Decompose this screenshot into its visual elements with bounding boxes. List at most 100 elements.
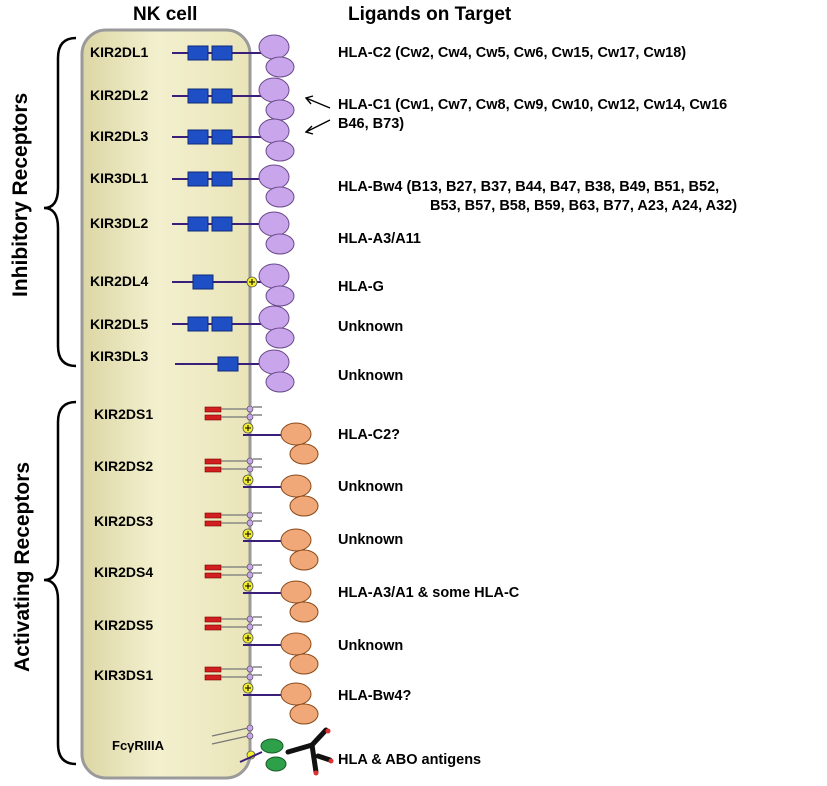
adaptor-domain xyxy=(204,666,222,673)
hla-ligand-icon xyxy=(258,211,290,237)
antibody-icon xyxy=(265,756,287,772)
receptor-label-kir2dl4: KIR2DL4 xyxy=(90,273,149,289)
receptor-label-kir3ds1: KIR3DS1 xyxy=(94,667,154,683)
adaptor-domain xyxy=(204,564,222,571)
ligand-kir3dl1-line2: B53, B57, B58, B59, B63, B77, A23, A24, … xyxy=(430,198,738,214)
dap12-icon xyxy=(246,615,254,623)
antibody-icon xyxy=(285,727,333,775)
inhibitory-receptor-6 xyxy=(172,305,295,349)
ig-domain xyxy=(211,171,233,187)
ligand-kir2ds1: HLA-C2? xyxy=(338,427,401,443)
hla-ligand-icon xyxy=(258,77,290,103)
dap12-icon xyxy=(246,519,254,527)
ligand-fc: HLA & ABO antigens xyxy=(338,752,482,768)
ligand-hla-c1-line2: B46, B73) xyxy=(338,116,405,132)
receptor-label-kir2dl2: KIR2DL2 xyxy=(90,87,149,103)
ig-domain xyxy=(187,88,209,104)
ligand-kir2dl5: Unknown xyxy=(338,319,404,335)
antibody-icon xyxy=(260,738,284,754)
ig-domain xyxy=(187,129,209,145)
dap12-icon xyxy=(246,413,254,421)
fc-receptor xyxy=(211,724,334,776)
ig-domain xyxy=(217,356,239,372)
dap12-icon xyxy=(246,665,254,673)
receptor-label-kir3dl1: KIR3DL1 xyxy=(90,170,149,186)
ligand-kir2ds3: Unknown xyxy=(338,532,404,548)
hla-ligand-icon xyxy=(289,443,319,465)
inhibitory-receptor-7 xyxy=(175,349,295,393)
ligand-kir2ds4: HLA-A3/A1 & some HLA-C xyxy=(338,585,520,601)
ig-domain xyxy=(187,216,209,232)
hla-ligand-icon xyxy=(289,601,319,623)
adaptor-domain xyxy=(204,624,222,631)
adaptor-domain xyxy=(204,520,222,527)
hla-ligand-icon xyxy=(289,549,319,571)
inhibitory-receptor-1 xyxy=(172,77,295,121)
activating-receptor-1 xyxy=(204,457,319,517)
dap12-icon xyxy=(246,405,254,413)
inhibitory-brace xyxy=(43,36,77,368)
hla-ligand-icon xyxy=(258,118,290,144)
ig-domain xyxy=(211,216,233,232)
dap12-icon xyxy=(246,511,254,519)
receptor-label-kir2ds3: KIR2DS3 xyxy=(94,513,154,529)
ig-domain xyxy=(192,274,214,290)
hla-ligand-icon xyxy=(289,653,319,675)
dap12-icon xyxy=(246,465,254,473)
receptor-label-kir2ds2: KIR2DS2 xyxy=(94,458,154,474)
receptor-label-kir2ds5: KIR2DS5 xyxy=(94,617,154,633)
ligand-kir2dl4: HLA-G xyxy=(338,279,384,295)
dap12-icon xyxy=(246,571,254,579)
ig-domain xyxy=(187,171,209,187)
receptor-label-fcgriiia: FcγRIIIA xyxy=(112,738,165,753)
receptor-label-kir3dl3: KIR3DL3 xyxy=(90,348,149,364)
adaptor-domain xyxy=(204,466,222,473)
hla-ligand-icon xyxy=(265,285,295,307)
hla-ligand-icon xyxy=(280,580,312,604)
dap12-icon xyxy=(246,623,254,631)
ligand-kir3ds1: HLA-Bw4? xyxy=(338,688,412,704)
adaptor-domain xyxy=(204,414,222,421)
adaptor-domain xyxy=(204,512,222,519)
receptor-label-kir2ds1: KIR2DS1 xyxy=(94,406,154,422)
inhibitory-receptor-4 xyxy=(172,211,295,255)
hla-ligand-icon xyxy=(289,495,319,517)
hla-ligand-icon xyxy=(280,528,312,552)
hla-ligand-icon xyxy=(258,263,290,289)
ligand-kir3dl2: HLA-A3/A11 xyxy=(338,231,421,247)
ligand-kir2ds5: Unknown xyxy=(338,638,404,654)
adaptor-domain xyxy=(204,616,222,623)
hla-ligand-icon xyxy=(258,34,290,60)
receptor-label-kir2dl1: KIR2DL1 xyxy=(90,44,149,60)
hla-ligand-icon xyxy=(265,56,295,78)
ig-domain xyxy=(211,129,233,145)
ligand-kir2ds2: Unknown xyxy=(338,479,404,495)
receptor-label-kir2dl3: KIR2DL3 xyxy=(90,128,149,144)
dap12-icon xyxy=(246,457,254,465)
ig-domain xyxy=(211,45,233,61)
dap12-icon xyxy=(246,673,254,681)
ligand-kir3dl1-line1: HLA-Bw4 (B13, B27, B37, B44, B47, B38, B… xyxy=(338,179,720,195)
activating-brace xyxy=(43,400,77,766)
inhibitory-receptor-3 xyxy=(172,164,295,208)
ig-domain xyxy=(211,88,233,104)
activating-receptor-3 xyxy=(204,563,319,623)
arrow-icon xyxy=(304,95,331,135)
ligand-hla-c1-line1: HLA-C1 (Cw1, Cw7, Cw8, Cw9, Cw10, Cw12, … xyxy=(338,97,728,113)
ig-domain xyxy=(211,316,233,332)
hla-ligand-icon xyxy=(265,371,295,393)
activating-receptor-0 xyxy=(204,405,319,465)
receptor-label-kir2ds4: KIR2DS4 xyxy=(94,564,154,580)
hla-ligand-icon xyxy=(280,474,312,498)
adaptor-domain xyxy=(204,674,222,681)
hla-ligand-icon xyxy=(258,349,290,375)
receptor-label-kir3dl2: KIR3DL2 xyxy=(90,215,149,231)
ligand-kir3dl3: Unknown xyxy=(338,368,404,384)
receptor-label-kir2dl5: KIR2DL5 xyxy=(90,316,149,332)
activating-receptor-5 xyxy=(204,665,319,725)
ig-domain xyxy=(187,45,209,61)
adaptor-domain xyxy=(204,572,222,579)
dap12-icon xyxy=(246,732,254,740)
hla-ligand-icon xyxy=(265,99,295,121)
